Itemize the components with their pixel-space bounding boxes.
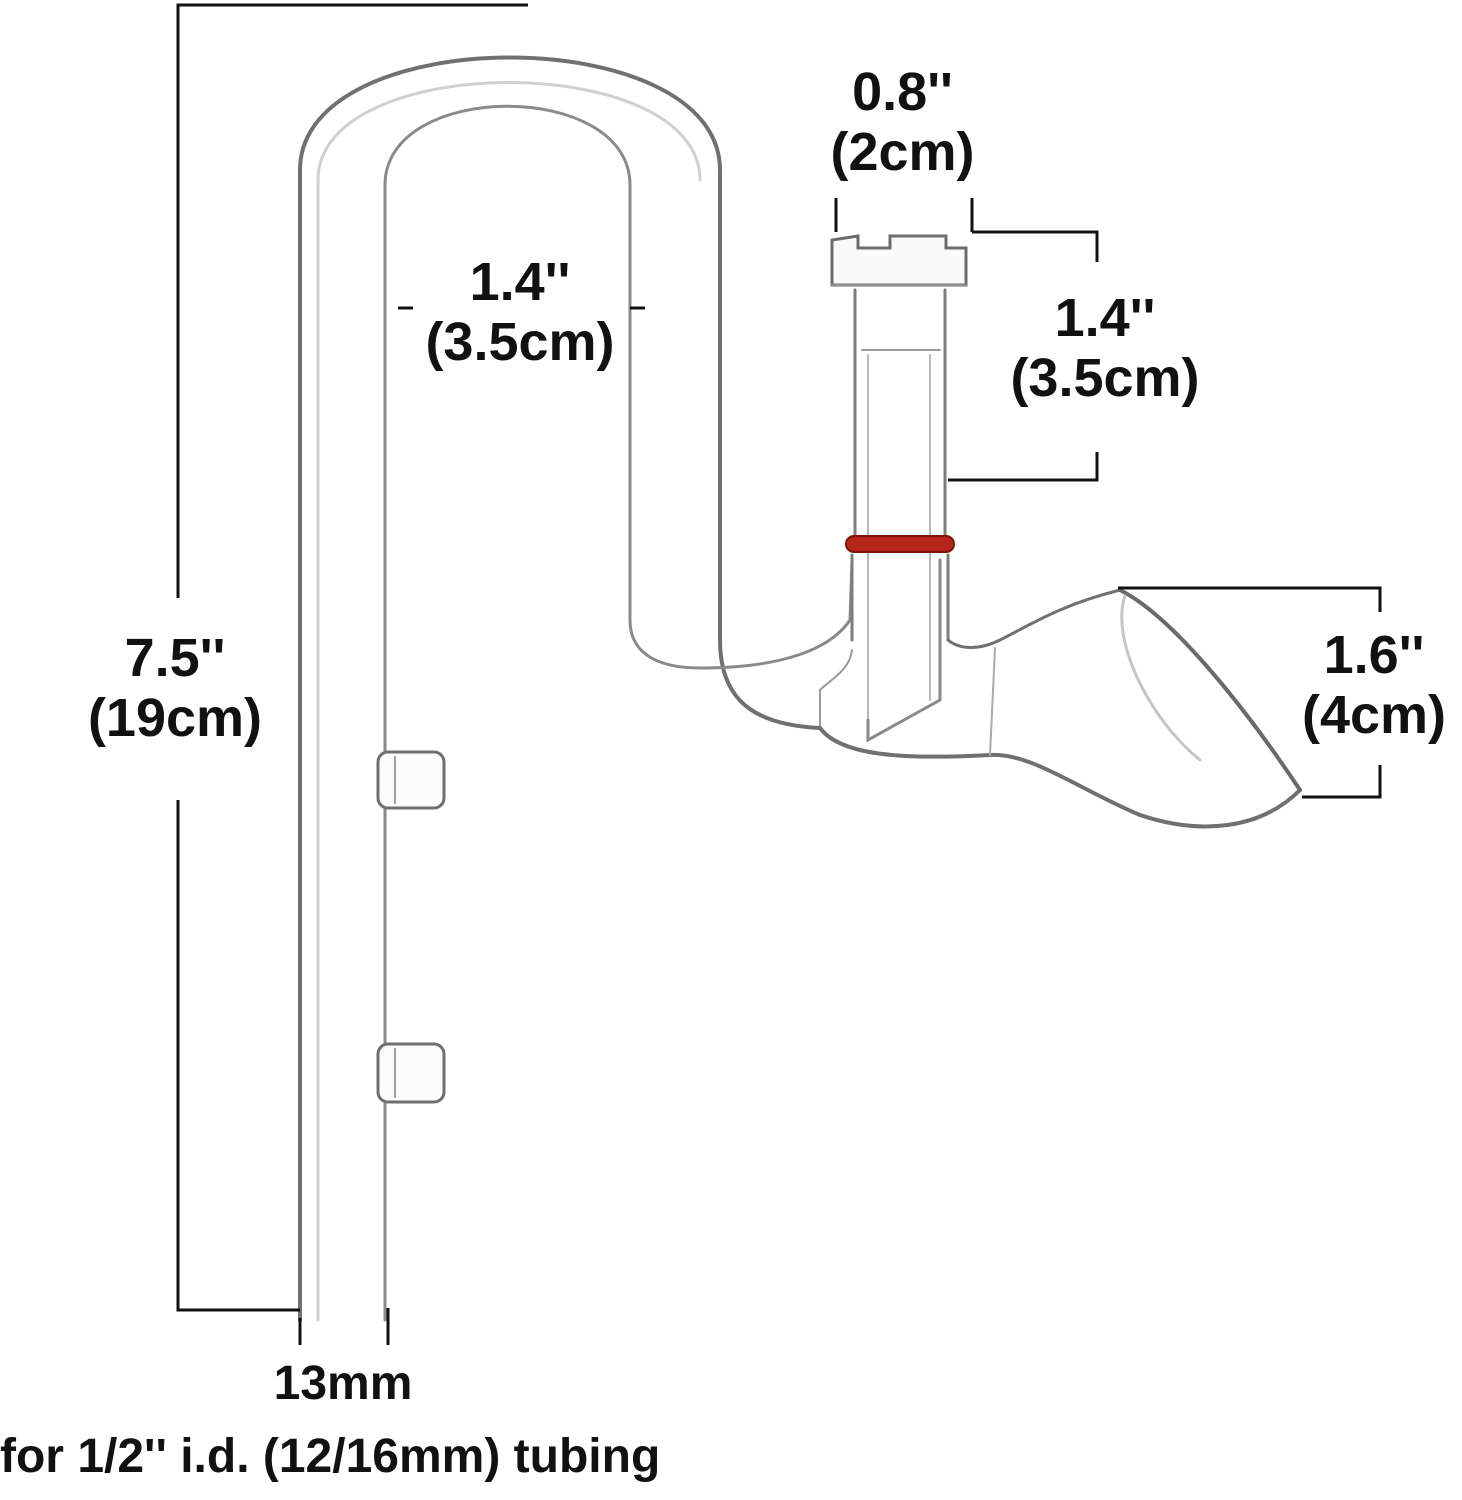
tubing-caption: for 1/2'' i.d. (12/16mm) tubing	[0, 1430, 661, 1483]
height-metric: (19cm)	[87, 688, 263, 749]
height-dimension-line-top	[176, 3, 528, 598]
height-imperial: 7.5''	[124, 628, 226, 688]
skimmer-length-bracket-bottom	[948, 452, 1099, 482]
skimmer-length-bracket-top	[972, 230, 1099, 262]
outlet-mouth	[818, 588, 1302, 829]
dimension-lines	[176, 3, 1382, 1345]
suction-cup-holder-lower	[376, 1042, 446, 1104]
suction-cup-holder-upper	[376, 750, 446, 810]
top-cap-imperial: 0.8''	[852, 62, 953, 122]
outlet-mouth-metric: (4cm)	[1301, 685, 1447, 746]
height-dimension-line-bottom	[176, 800, 300, 1312]
height-label: 7.5'' (19cm)	[70, 628, 280, 749]
glass-pipe-body	[298, 55, 854, 1322]
o-ring	[845, 535, 955, 553]
bend-gap-label: 1.4'' (3.5cm)	[405, 252, 635, 373]
top-cap-metric: (2cm)	[830, 122, 975, 183]
bend-gap-metric: (3.5cm)	[425, 312, 615, 373]
skimmer-length-metric: (3.5cm)	[1010, 348, 1200, 409]
outlet-mouth-label: 1.6'' (4cm)	[1286, 625, 1462, 746]
bend-gap-imperial: 1.4''	[469, 252, 571, 312]
top-cap-label: 0.8'' (2cm)	[800, 62, 1005, 183]
skimmer-vertical-tube	[830, 234, 968, 743]
skimmer-length-imperial: 1.4''	[1054, 288, 1156, 348]
outlet-mouth-imperial: 1.6''	[1323, 625, 1425, 685]
outlet-bracket-bottom	[1302, 765, 1382, 799]
tube-diameter-label: 13mm	[273, 1357, 413, 1410]
outlet-bracket-top	[1118, 586, 1382, 612]
skimmer-length-label: 1.4'' (3.5cm)	[990, 288, 1220, 409]
